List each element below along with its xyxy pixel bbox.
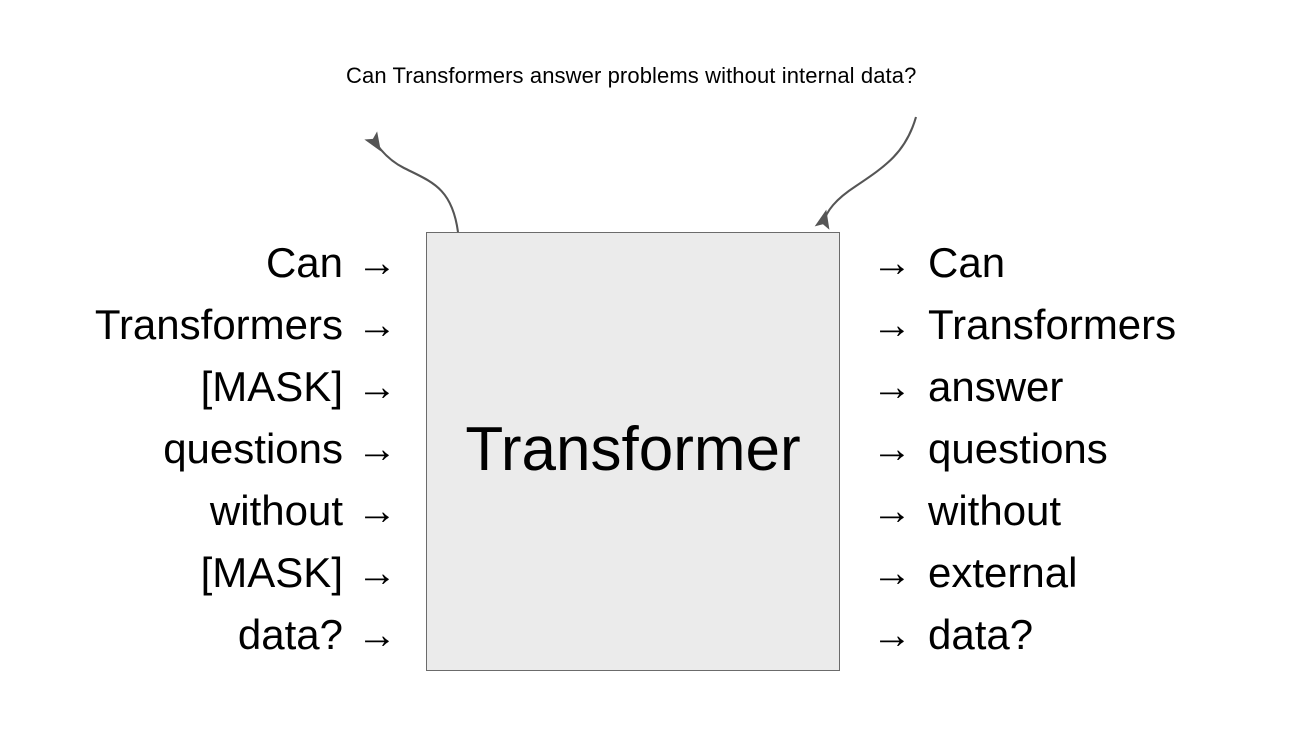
output-row: → answer: [866, 356, 1305, 418]
right-arrow-icon: →: [357, 365, 397, 409]
input-row: questions →: [0, 418, 400, 480]
output-token: external: [928, 549, 1078, 596]
input-token: [MASK]: [200, 363, 343, 410]
right-arrow-icon: →: [872, 427, 912, 471]
input-row: Can →: [0, 232, 400, 294]
diagram-caption: Can Transformers answer problems without…: [346, 63, 917, 88]
right-callout-arrow: [814, 116, 918, 230]
output-row: → data?: [866, 604, 1305, 666]
input-row: without →: [0, 480, 400, 542]
right-arrow-icon: →: [357, 489, 397, 533]
input-row: data? →: [0, 604, 400, 666]
output-row: → external: [866, 542, 1305, 604]
right-arrow-icon: →: [357, 241, 397, 285]
input-token-column: Can → Transformers → [MASK] → questions …: [0, 232, 400, 666]
right-arrow-icon: →: [357, 427, 397, 471]
output-token: without: [928, 487, 1062, 534]
input-row: [MASK] →: [0, 542, 400, 604]
right-arrow-icon: →: [357, 613, 397, 657]
output-token: Can: [928, 239, 1006, 286]
right-arrow-icon: →: [872, 365, 912, 409]
right-arrow-icon: →: [872, 489, 912, 533]
output-row: → without: [866, 480, 1305, 542]
input-token: [MASK]: [200, 549, 343, 596]
output-token: questions: [928, 425, 1108, 472]
input-token: questions: [163, 425, 343, 472]
output-row: → questions: [866, 418, 1305, 480]
right-arrow-icon: →: [872, 241, 912, 285]
output-token: answer: [928, 363, 1064, 410]
input-token: data?: [237, 611, 343, 658]
right-arrow-icon: →: [357, 303, 397, 347]
right-arrow-icon: →: [872, 303, 912, 347]
input-row: Transformers →: [0, 294, 400, 356]
left-callout-arrow: [364, 131, 460, 233]
right-arrow-icon: →: [872, 613, 912, 657]
input-row: [MASK] →: [0, 356, 400, 418]
right-arrow-icon: →: [872, 551, 912, 595]
right-arrow-icon: →: [357, 551, 397, 595]
output-token: data?: [928, 611, 1034, 658]
output-token: Transformers: [928, 301, 1177, 348]
input-token: Can: [265, 239, 343, 286]
transformer-box-label: Transformer: [465, 415, 801, 484]
output-token-column: → Can → Transformers → answer → question…: [866, 232, 1305, 666]
input-token: without: [209, 487, 343, 534]
input-token: Transformers: [94, 301, 343, 348]
output-row: → Can: [866, 232, 1305, 294]
output-row: → Transformers: [866, 294, 1305, 356]
transformer-box: Transformer: [426, 232, 840, 671]
